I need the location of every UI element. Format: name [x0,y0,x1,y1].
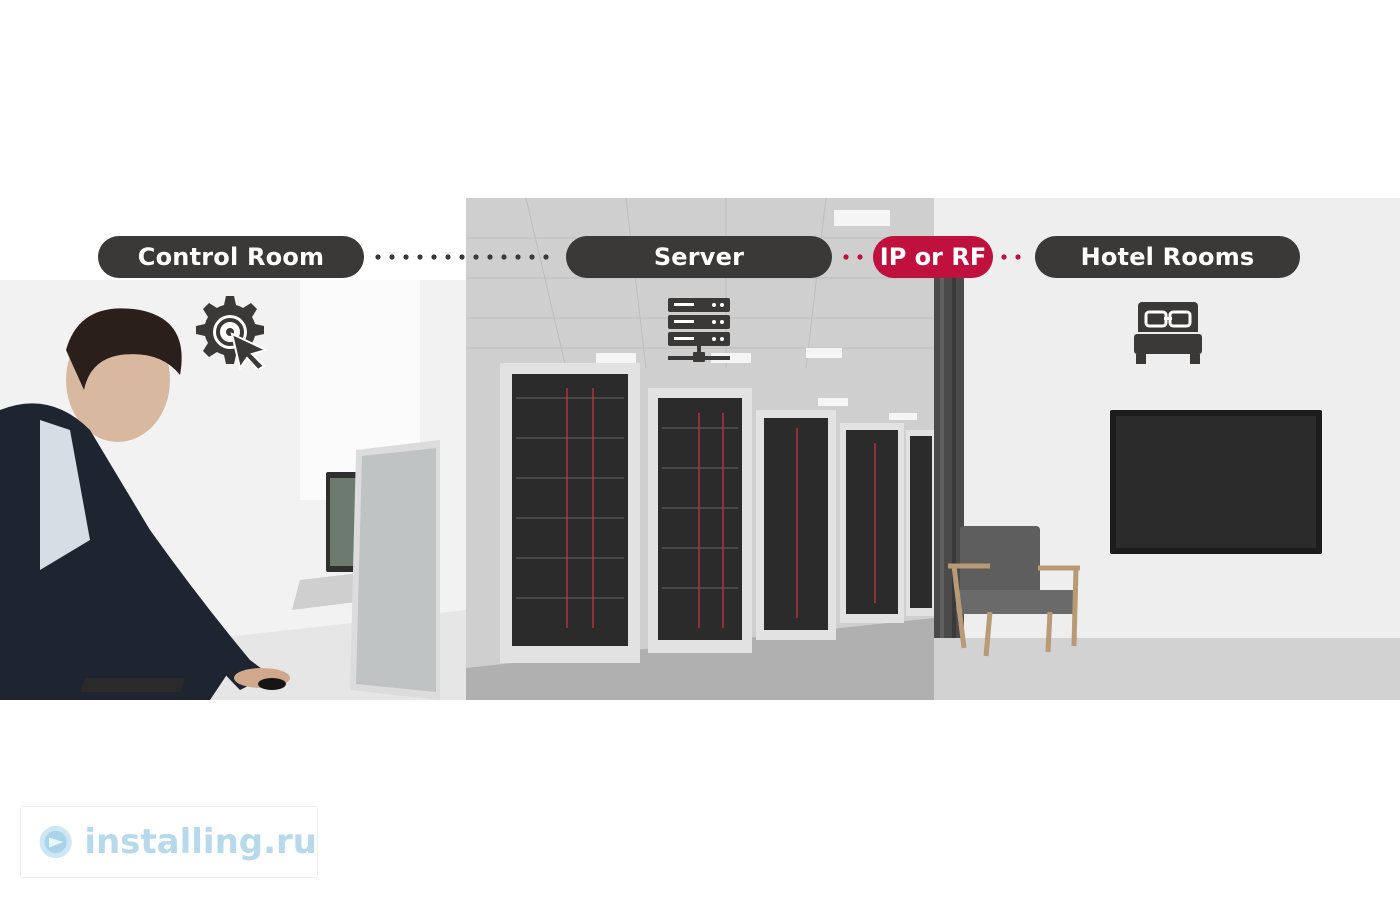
control-room-illustration [0,280,466,700]
server-to-link-connector [843,254,863,260]
hotel-rooms-label: Hotel Rooms [1035,236,1300,278]
server-room-scene [466,198,934,700]
server-icon [668,298,730,362]
link-to-hotel-connector [1001,254,1021,260]
gear-cursor-icon [196,296,268,370]
hotel-room-illustration [934,198,1400,700]
watermark: installing.ru [20,806,318,878]
hotel-room-scene [934,198,1400,700]
watermark-text: installing.ru [84,822,317,862]
control-to-server-connector [375,254,549,260]
control-room-label: Control Room [98,236,364,278]
bed-icon [1134,302,1202,364]
server-room-illustration [466,198,934,700]
watermark-logo-icon [39,825,72,859]
ip-or-rf-label: IP or RF [873,236,993,278]
server-label: Server [566,236,832,278]
